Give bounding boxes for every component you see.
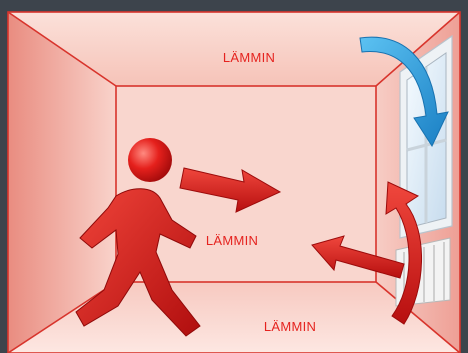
middle-label: LÄMMIN xyxy=(206,233,258,248)
ceiling-label: LÄMMIN xyxy=(223,50,275,65)
floor-label: LÄMMIN xyxy=(264,319,316,334)
